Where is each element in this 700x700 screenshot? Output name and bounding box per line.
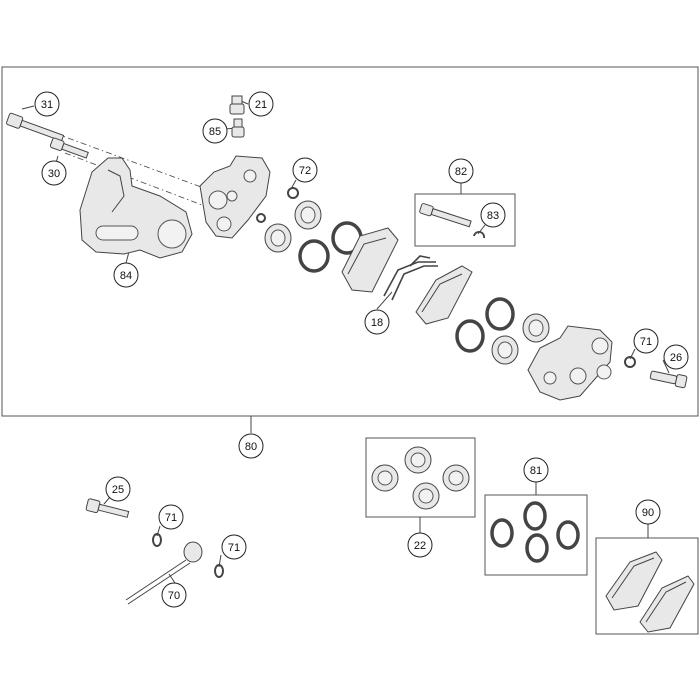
- piston-lower-2: [522, 313, 550, 343]
- bolt-25: [85, 498, 130, 518]
- svg-text:84: 84: [120, 270, 132, 282]
- callout-85: 85: [202, 118, 228, 144]
- svg-text:25: 25: [112, 484, 124, 496]
- kit-90-pads: [605, 551, 695, 633]
- brake-line-70: [125, 541, 203, 605]
- kit-82-box: [414, 193, 516, 247]
- callout-80: 80: [238, 433, 264, 459]
- svg-text:71: 71: [165, 512, 177, 524]
- callout-71-right: 71: [221, 534, 247, 560]
- piston-seal-lower-1: [455, 319, 485, 353]
- svg-text:90: 90: [642, 507, 654, 519]
- svg-text:85: 85: [209, 126, 221, 138]
- svg-text:21: 21: [255, 99, 267, 111]
- callout-30: 30: [41, 160, 67, 186]
- svg-text:31: 31: [41, 99, 53, 111]
- svg-text:81: 81: [530, 465, 542, 477]
- svg-text:71: 71: [228, 542, 240, 554]
- svg-text:22: 22: [414, 540, 426, 552]
- svg-text:18: 18: [371, 317, 383, 329]
- kit-90-box: [595, 537, 699, 635]
- callout-71-upper: 71: [633, 328, 659, 354]
- bleeder-screw-21: [229, 95, 245, 115]
- callout-18: 18: [364, 309, 390, 335]
- kit-81-seals: [490, 501, 580, 563]
- piston-seal-upper-1: [298, 239, 330, 273]
- brake-pad-right: [415, 265, 473, 325]
- main-assembly-frame: [1, 66, 699, 417]
- kit-22-pistons: [371, 446, 470, 510]
- pin-clip-83: [473, 231, 485, 239]
- svg-text:26: 26: [670, 352, 682, 364]
- bolt-31: [6, 112, 65, 142]
- washer-71-right: [214, 564, 224, 578]
- caliper-housing-upper: [199, 155, 271, 239]
- callout-70: 70: [161, 582, 187, 608]
- callout-71-lower: 71: [158, 504, 184, 530]
- bolt-30: [49, 137, 89, 159]
- piston-lower-1: [491, 335, 519, 365]
- callout-84: 84: [113, 262, 139, 288]
- pad-pin-82: [419, 203, 472, 228]
- callout-72: 72: [292, 157, 318, 183]
- pad-spring-18: [383, 255, 438, 301]
- callout-81: 81: [523, 457, 549, 483]
- callout-82: 82: [448, 158, 474, 184]
- brake-pad-left: [341, 227, 399, 293]
- callout-22: 22: [407, 532, 433, 558]
- seal-ring-small-2: [256, 213, 266, 223]
- callout-21: 21: [248, 91, 274, 117]
- callout-83: 83: [480, 202, 506, 228]
- svg-text:82: 82: [455, 166, 467, 178]
- svg-text:72: 72: [299, 165, 311, 177]
- seal-ring-small-1: [287, 187, 299, 199]
- callout-25: 25: [105, 476, 131, 502]
- callout-31: 31: [34, 91, 60, 117]
- svg-text:70: 70: [168, 590, 180, 602]
- assembly-axis-lines: [29, 123, 251, 209]
- svg-text:83: 83: [487, 210, 499, 222]
- callout-90: 90: [635, 499, 661, 525]
- seal-ring-small-3: [624, 356, 636, 368]
- piston-upper-2: [294, 200, 322, 230]
- callout-26: 26: [663, 344, 689, 370]
- caliper-housing-lower: [527, 325, 613, 401]
- washer-71-lower: [152, 533, 162, 547]
- svg-text:71: 71: [640, 336, 652, 348]
- pin-26: [649, 370, 688, 389]
- svg-text:80: 80: [245, 441, 257, 453]
- piston-upper-1: [264, 223, 292, 253]
- bleeder-cap-85: [231, 118, 245, 138]
- caliper-bracket-84: [79, 157, 193, 259]
- piston-seal-lower-2: [485, 297, 515, 331]
- svg-text:30: 30: [48, 168, 60, 180]
